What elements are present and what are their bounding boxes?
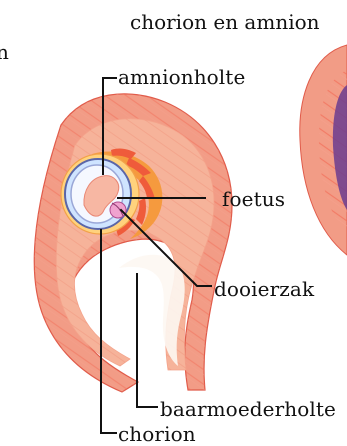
right-uterus-cropped	[300, 45, 347, 255]
uterus	[34, 94, 232, 392]
label-amnionholte: amnionholte	[118, 67, 245, 87]
label-dooierzak: dooierzak	[214, 279, 314, 299]
label-foetus: foetus	[222, 189, 285, 209]
label-baarmoederholte: baarmoederholte	[160, 399, 336, 419]
uterine-cavity	[119, 255, 185, 366]
label-chorion: chorion	[118, 424, 196, 444]
embryonic-sacs	[61, 154, 139, 234]
